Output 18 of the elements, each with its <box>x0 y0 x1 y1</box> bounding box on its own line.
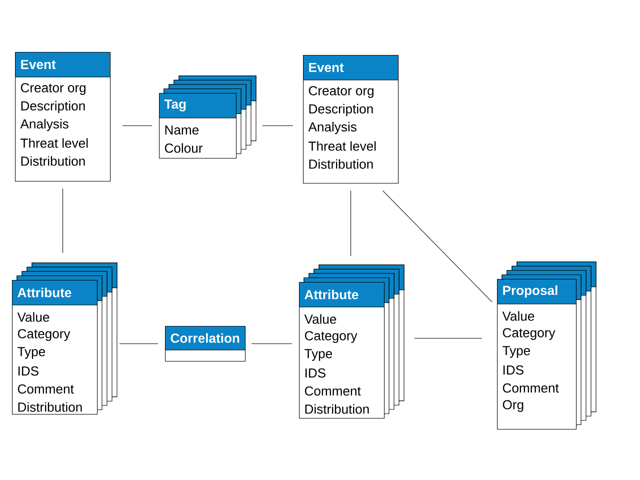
field-label: Creator org <box>20 83 86 95</box>
field-label: Description <box>309 104 373 116</box>
field-label: Analysis <box>308 122 356 134</box>
field-label: Threat level <box>308 141 376 151</box>
connector-line <box>350 190 352 256</box>
card-title: Event <box>21 60 56 70</box>
field-label: Colour <box>164 143 203 153</box>
field-label: Description <box>21 100 85 114</box>
field-label: Threat level <box>20 138 88 148</box>
field-label: Creator org <box>308 86 374 98</box>
field-label: Distribution <box>309 159 373 169</box>
card-title: Event <box>309 62 344 72</box>
connector-line <box>414 338 482 339</box>
connector-line <box>382 190 492 302</box>
field-label: Analysis <box>20 118 68 132</box>
card-title: Correlation <box>170 333 240 343</box>
connector-line <box>62 188 64 254</box>
field-label: Distribution <box>21 156 85 166</box>
